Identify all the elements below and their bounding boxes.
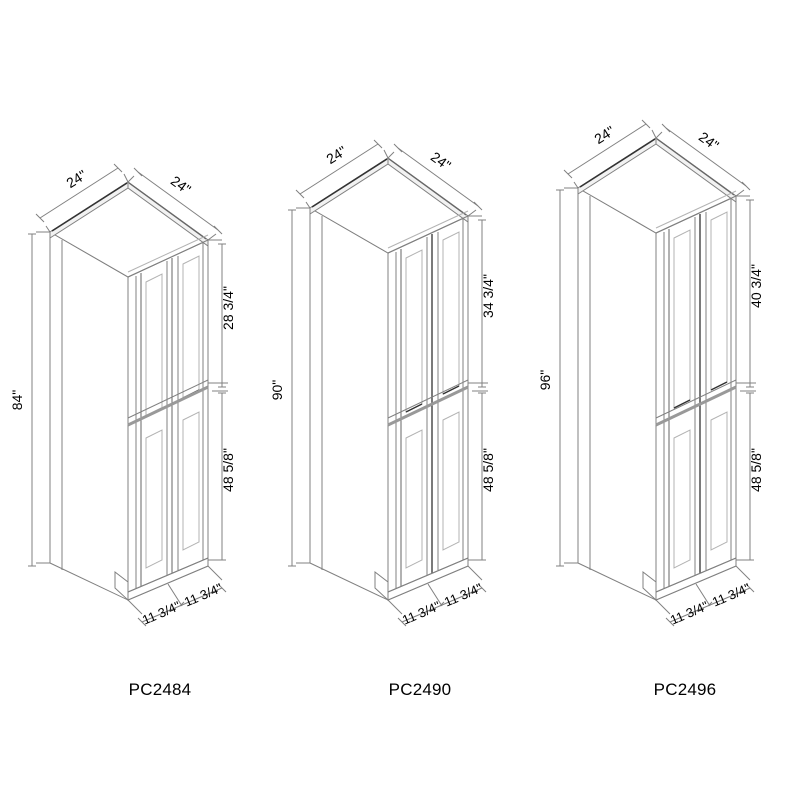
dimension-label: 11 3/4" (668, 598, 711, 628)
dimension-label: 90" (269, 380, 285, 401)
dimension-label: 11 3/4" (140, 598, 183, 628)
dimension-lower-door-pc2496: 48 5/8" (736, 392, 764, 561)
dimension-label: 96" (537, 370, 553, 391)
dimension-lower-door-pc2484: 48 5/8" (208, 392, 236, 561)
cabinet-caption-pc2496: PC2496 (653, 680, 717, 699)
dimension-label: 84" (9, 390, 25, 411)
cabinet-drawing-pc2496: 24" 24" 96" 40 3/4" 4 (537, 119, 764, 628)
dimension-label: 48 5/8" (220, 448, 236, 492)
dimension-label: 11 3/4" (182, 580, 225, 610)
dimension-upper-door-pc2496: 40 3/4" (736, 195, 764, 392)
dimension-label: 34 3/4" (480, 274, 496, 318)
dimension-label: 11 3/4" (442, 580, 485, 610)
dimension-label: 24" (63, 167, 89, 191)
dimension-label: 28 3/4" (220, 286, 236, 330)
dimension-label: 11 3/4" (400, 598, 443, 628)
dimension-label: 48 5/8" (748, 448, 764, 492)
cabinet-doors-pc2484 (127, 243, 209, 596)
cabinet-toe-kick-pc2490 (374, 557, 469, 602)
cabinet-caption-pc2484: PC2484 (128, 680, 192, 699)
dimension-upper-door-pc2484: 28 3/4" (208, 239, 236, 392)
dimension-label: 24" (696, 128, 722, 153)
dimension-label: 24" (168, 172, 194, 197)
cabinet-toe-kick-pc2484 (114, 557, 209, 602)
cabinet-drawing-pc2490: 24" 24" 90" 34 3/4" 4 (269, 139, 496, 628)
dimension-overall-height-pc2484: 84" (9, 231, 50, 567)
cabinet-doors-pc2490 (387, 219, 469, 596)
cabinet-doors-pc2496 (655, 199, 737, 596)
dimension-label: 24" (428, 148, 454, 173)
dimension-label: 40 3/4" (748, 264, 764, 308)
dimension-overall-height-pc2496: 96" (537, 187, 578, 567)
cabinet-caption-pc2490: PC2490 (388, 680, 452, 699)
cabinet-drawing-pc2484: 24" 24" 84" 28 3/4" (9, 163, 236, 628)
dimension-label: 48 5/8" (480, 448, 496, 492)
dimension-label: 24" (591, 123, 617, 147)
dimension-overall-height-pc2490: 90" (269, 207, 310, 567)
dimension-label: 11 3/4" (710, 580, 753, 610)
dimension-lower-door-pc2490: 48 5/8" (468, 392, 496, 561)
dimension-upper-door-pc2490: 34 3/4" (468, 215, 496, 392)
cabinet-toe-kick-pc2496 (642, 557, 737, 602)
dimension-label: 24" (323, 143, 349, 167)
